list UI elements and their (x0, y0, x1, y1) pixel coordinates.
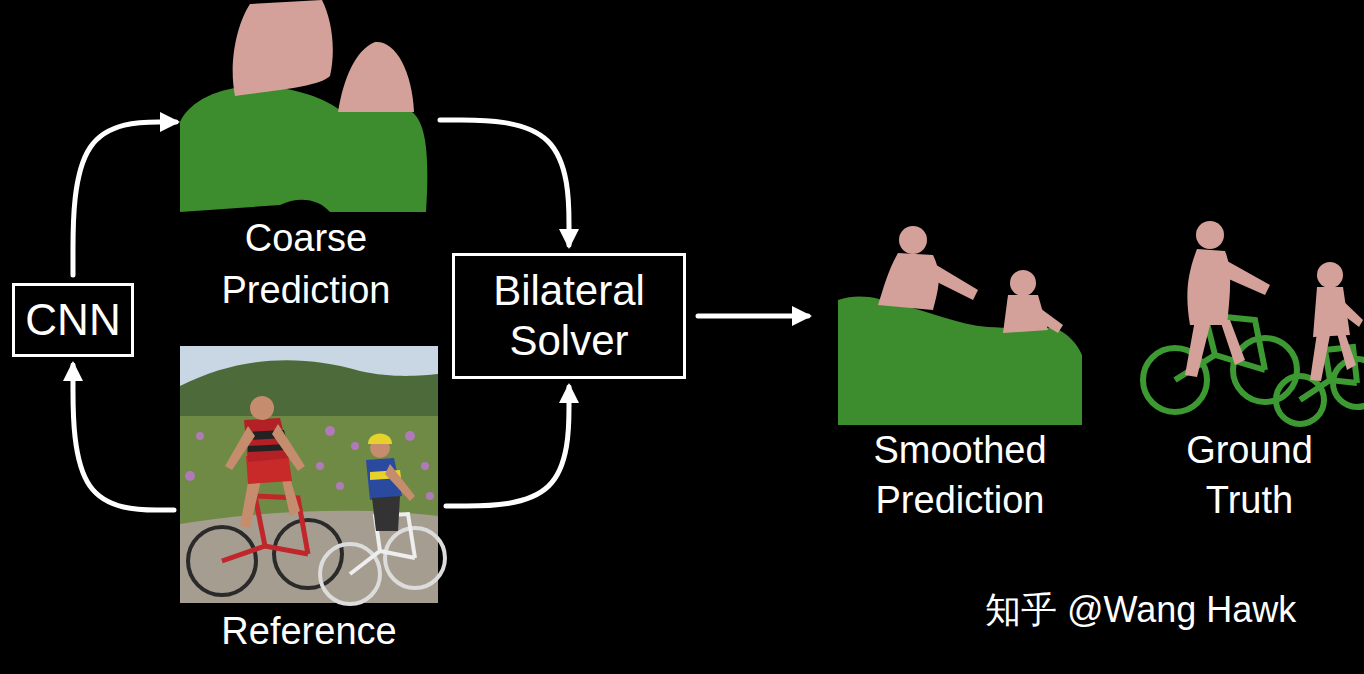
reference-photo-part-part (421, 462, 429, 470)
reference-photo-part (180, 346, 438, 603)
reference-photo-part (180, 511, 438, 603)
coarse-segmentation-part (338, 42, 414, 112)
reference-photo-part (225, 424, 305, 471)
flow-arrow (440, 120, 569, 245)
caption: Reference (180, 603, 438, 659)
reference-photo-part-part (316, 462, 324, 470)
smoothed-segmentation-part (899, 226, 927, 254)
smoothed-segmentation (838, 226, 1082, 425)
reference-photo-part (188, 520, 342, 595)
caption: Smoothed Prediction (838, 425, 1082, 525)
smoothed-segmentation-part (1010, 270, 1036, 296)
ground-truth-segmentation-part (1215, 257, 1270, 295)
ground-truth-segmentation (1143, 221, 1364, 424)
reference-photo-part (320, 528, 445, 604)
coarse-segmentation (180, 0, 427, 212)
ground-truth-segmentation-part (1317, 262, 1343, 288)
caption: Coarse Prediction (180, 212, 432, 316)
reference-photo-part-part (351, 442, 359, 450)
flow-arrow (446, 387, 569, 506)
process-box: CNN (12, 283, 133, 357)
smoothed-prediction-panel: Smoothed Prediction (838, 215, 1082, 525)
coarse-prediction-panel: Coarse Prediction (180, 0, 432, 316)
ground-truth-segmentation-part (1310, 333, 1356, 381)
smoothed-segmentation-part (923, 260, 978, 300)
ground-truth-segmentation-part (1196, 221, 1224, 249)
smoothed-segmentation-part (838, 296, 1082, 425)
ground-truth-segmentation-part (1185, 320, 1245, 377)
box-label: CNN (25, 294, 120, 346)
ground-truth-segmentation-part (1333, 295, 1363, 327)
watermark: 知乎 @Wang Hawk (985, 588, 1296, 632)
flow-arrow (73, 122, 176, 275)
reference-photo-part-part (426, 492, 434, 500)
reference-photo-part (250, 396, 274, 420)
reference-photo-part (185, 426, 434, 500)
flow-arrow (73, 365, 174, 510)
flow-arrow (698, 314, 808, 319)
reference-photo (180, 346, 445, 604)
reference-photo-part (180, 416, 438, 526)
reference-photo-part-part (185, 471, 195, 481)
reference-photo-part (368, 434, 392, 445)
reference-photo-part-part (325, 426, 335, 436)
reference-image-panel: Reference (180, 346, 438, 659)
reference-photo-part-part (336, 482, 344, 490)
reference-photo-part-part (405, 431, 415, 441)
process-box: Bilateral Solver (452, 253, 686, 379)
smoothed-segmentation-part (1028, 303, 1063, 333)
box-label: Bilateral Solver (469, 266, 669, 366)
coarse-segmentation-part (233, 0, 333, 96)
caption: Ground Truth (1150, 425, 1350, 525)
reference-photo-part (385, 464, 415, 501)
reference-photo-part-part (196, 432, 204, 440)
reference-photo-part (372, 496, 400, 531)
ground-truth-panel: Ground Truth (1135, 215, 1364, 525)
reference-photo-part (180, 360, 438, 416)
